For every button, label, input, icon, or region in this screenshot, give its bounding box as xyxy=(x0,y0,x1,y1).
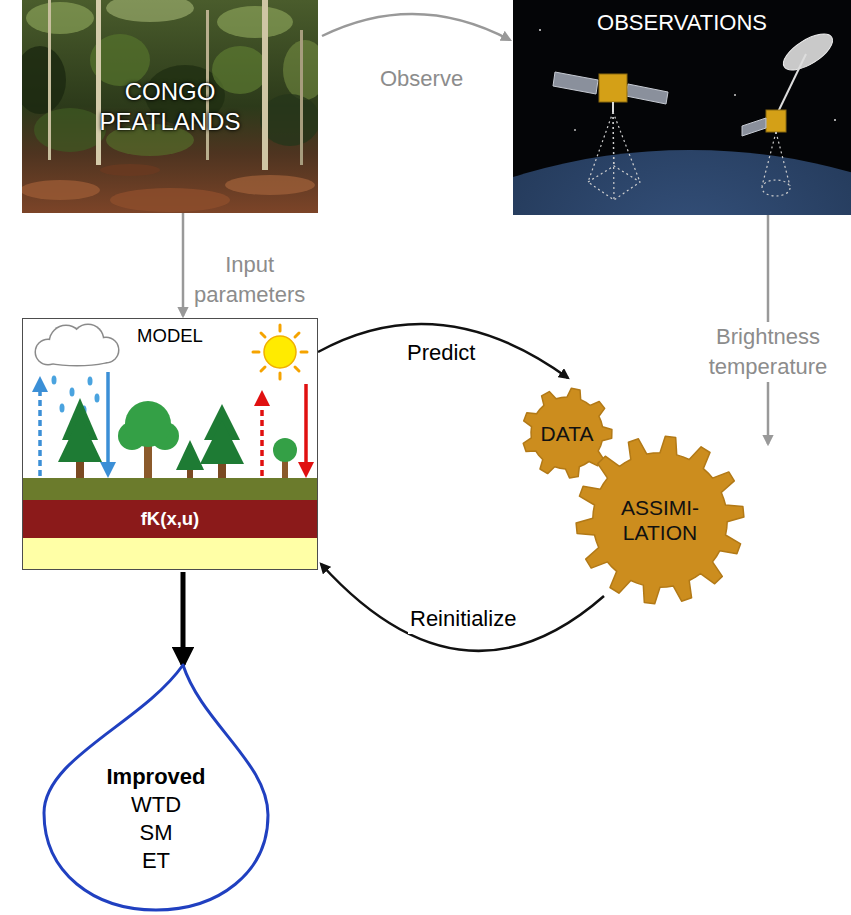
equation: fK(x,u) xyxy=(24,500,316,538)
text-column: ASSIMI- LATION xyxy=(574,434,746,606)
sun xyxy=(253,325,307,379)
flux-arrows xyxy=(32,372,314,478)
connector-arrow xyxy=(181,572,186,665)
arrow-label: Reinitialize xyxy=(408,604,518,634)
soil-layers xyxy=(23,478,317,569)
model-box: MODEL fK(x,u) xyxy=(22,318,318,570)
satellite-left xyxy=(553,72,668,200)
arrow-label: Predict xyxy=(405,338,477,368)
forest-photo xyxy=(14,0,327,213)
connector-arrow xyxy=(321,564,604,651)
arrow-label: Input parameters xyxy=(192,250,307,310)
trees xyxy=(58,398,297,478)
connector-arrow xyxy=(182,213,185,316)
cloud xyxy=(35,324,120,367)
connector-arrow xyxy=(322,14,510,40)
box-title: MODEL xyxy=(23,324,317,348)
text-column: ImprovedWTD SM ET xyxy=(42,663,270,913)
drop-path xyxy=(44,665,268,910)
gear-label: DATA xyxy=(541,421,594,446)
satellite-image xyxy=(260,0,851,760)
drop-shape: ImprovedWTD SM ET xyxy=(42,663,270,913)
gear-outline xyxy=(574,434,746,606)
gear-path xyxy=(576,436,744,604)
arrow-label: Brightness temperature xyxy=(707,322,830,382)
photo-panel: OBSERVATIONS xyxy=(513,0,851,215)
gear-label: ASSIMI- LATION xyxy=(621,495,699,545)
photo-panel: CONGO PEATLANDS xyxy=(22,0,318,213)
drop-heading: Improved xyxy=(106,763,205,791)
arrow-label: Observe xyxy=(378,64,465,94)
text-column: CONGO PEATLANDS xyxy=(22,0,318,213)
drop-list: WTD SM ET xyxy=(131,791,181,875)
panel-title: OBSERVATIONS xyxy=(597,10,767,36)
model-illustration xyxy=(23,319,317,569)
satellite-right xyxy=(742,27,838,196)
panel-title: CONGO PEATLANDS xyxy=(100,77,241,137)
connector-arrow xyxy=(318,324,568,378)
gear-shape: ASSIMI- LATION xyxy=(574,434,746,606)
text-column: OBSERVATIONS xyxy=(513,0,851,215)
